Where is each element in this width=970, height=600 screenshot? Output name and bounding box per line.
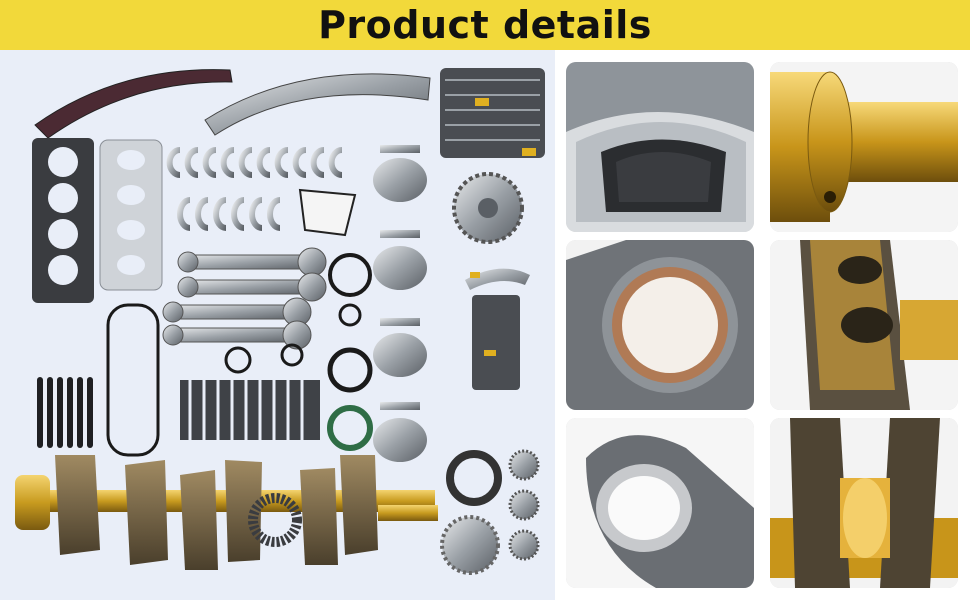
- crank-oilhole-closeup-image: [770, 240, 958, 410]
- connecting-rods: [162, 247, 327, 350]
- piston-closeup-image: [566, 62, 754, 232]
- valve-lifters: [180, 380, 320, 440]
- page-title: Product details: [318, 3, 652, 47]
- crank-counterweight-closeup-image: [770, 418, 958, 588]
- rod-bigend-closeup-image: [566, 418, 754, 588]
- main-product-image: [0, 50, 555, 600]
- cam-sprocket: [452, 172, 524, 244]
- head-gasket: [32, 138, 94, 303]
- detail-tile-rod-bigend: [566, 418, 754, 588]
- rod-bearing-closeup-image: [566, 240, 754, 410]
- detail-tile-crank-counterweight: [770, 418, 958, 588]
- bearing-shells: [166, 147, 343, 231]
- chain-tensioner-arm: [465, 268, 530, 290]
- detail-tile-rod-bearing: [566, 240, 754, 410]
- detail-tile-crank-journal: [770, 62, 958, 232]
- detail-tile-crank-oilhole: [770, 240, 958, 410]
- crank-journal-closeup-image: [770, 62, 958, 232]
- valve-cover-gasket: [106, 303, 160, 457]
- detail-tile-piston: [566, 62, 754, 232]
- head-bolts: [37, 377, 93, 448]
- seals-and-orings: [224, 253, 502, 506]
- oil-strainer: [298, 188, 357, 237]
- pistons: [373, 145, 427, 462]
- timing-chain-guides: [34, 69, 431, 139]
- manifold-gasket: [99, 139, 163, 291]
- oil-pump-chain: [472, 295, 520, 390]
- crankshaft: [15, 455, 438, 570]
- header-banner: Product details: [0, 0, 970, 50]
- parts-kit-illustration: [15, 68, 545, 575]
- timing-chain: [440, 68, 545, 158]
- oil-pump-gears: [440, 449, 540, 575]
